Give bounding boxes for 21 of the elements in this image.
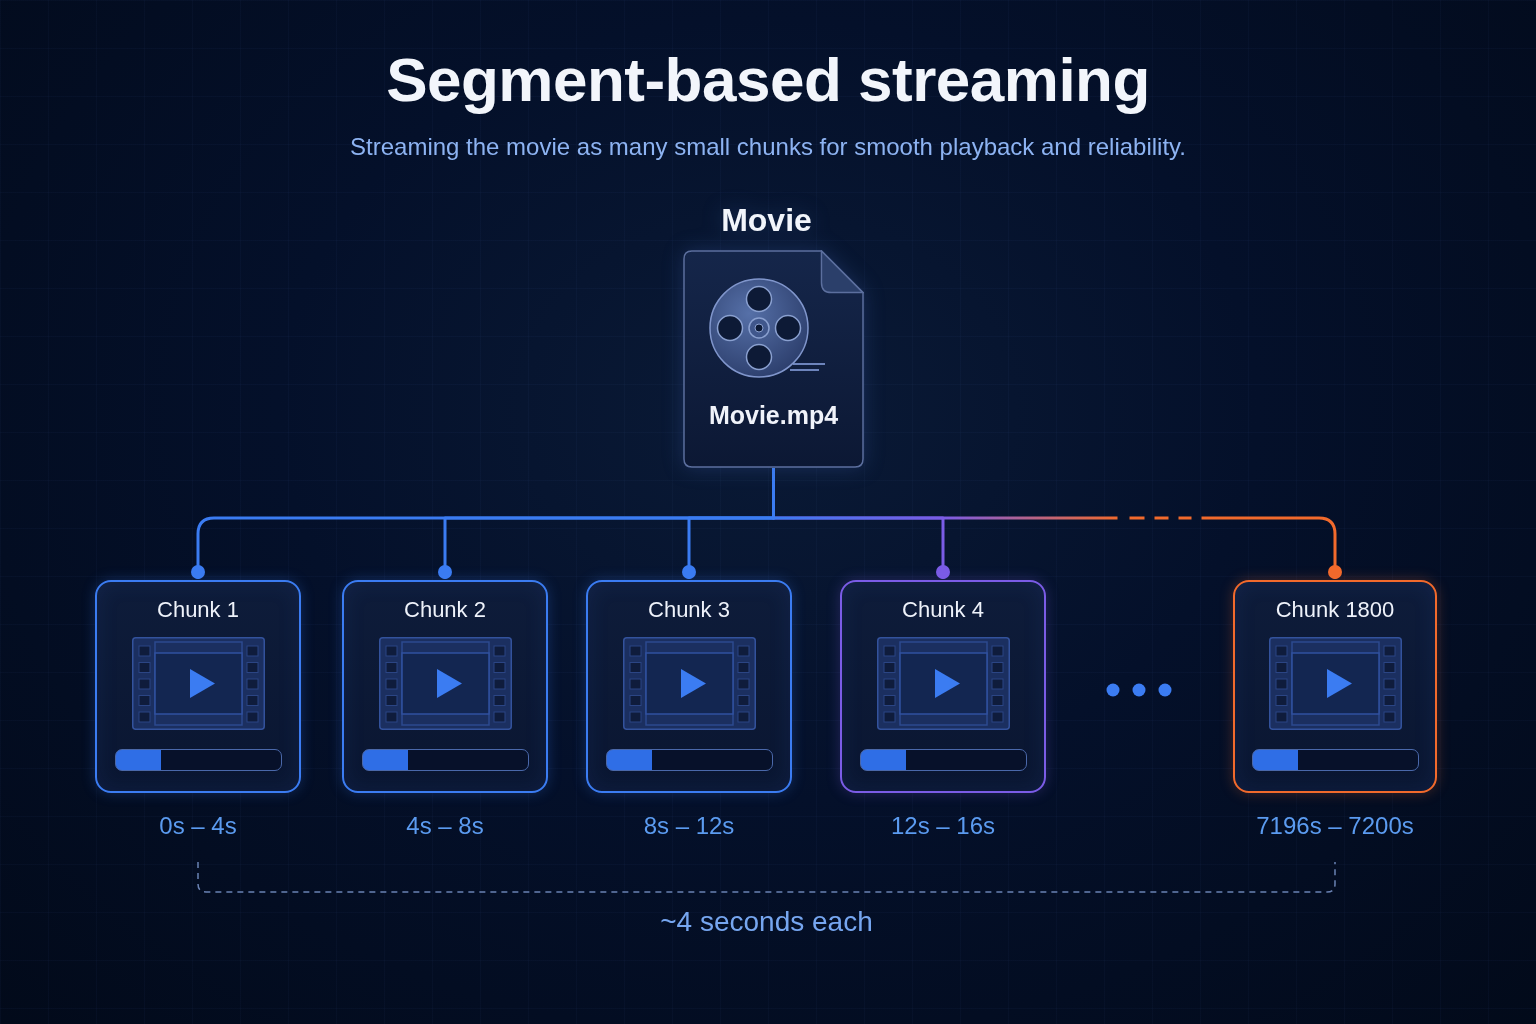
time-range-label: 4s – 8s xyxy=(406,812,484,841)
chunk-title: Chunk 1800 xyxy=(1275,597,1395,624)
chunk-card xyxy=(1233,580,1437,793)
time-range-label: 7196s – 7200s xyxy=(1256,812,1414,841)
time-range-label: 8s – 12s xyxy=(643,812,735,841)
connector-line xyxy=(682,468,775,579)
time-range-label: 12s – 16s xyxy=(890,812,996,841)
chunk-title: Chunk 4 xyxy=(902,597,984,624)
chunk-card xyxy=(586,580,792,793)
chunk-card xyxy=(342,580,548,793)
chunk-title: Chunk 1 xyxy=(157,597,239,624)
chunk-card xyxy=(840,580,1046,793)
title: Segment-based streaming xyxy=(386,46,1150,115)
chunk-title: Chunk 2 xyxy=(404,597,486,624)
chunk-card xyxy=(95,580,301,793)
node-heading: Movie xyxy=(721,203,812,239)
time-range-label: 0s – 4s xyxy=(159,812,237,841)
file-name: Movie.mp4 xyxy=(708,400,839,430)
chunk-title: Chunk 3 xyxy=(648,597,730,624)
subtitle: Streaming the movie as many small chunks for smooth playback and reliability. xyxy=(350,133,1186,162)
bracket-label: ~4 seconds each xyxy=(660,905,873,939)
